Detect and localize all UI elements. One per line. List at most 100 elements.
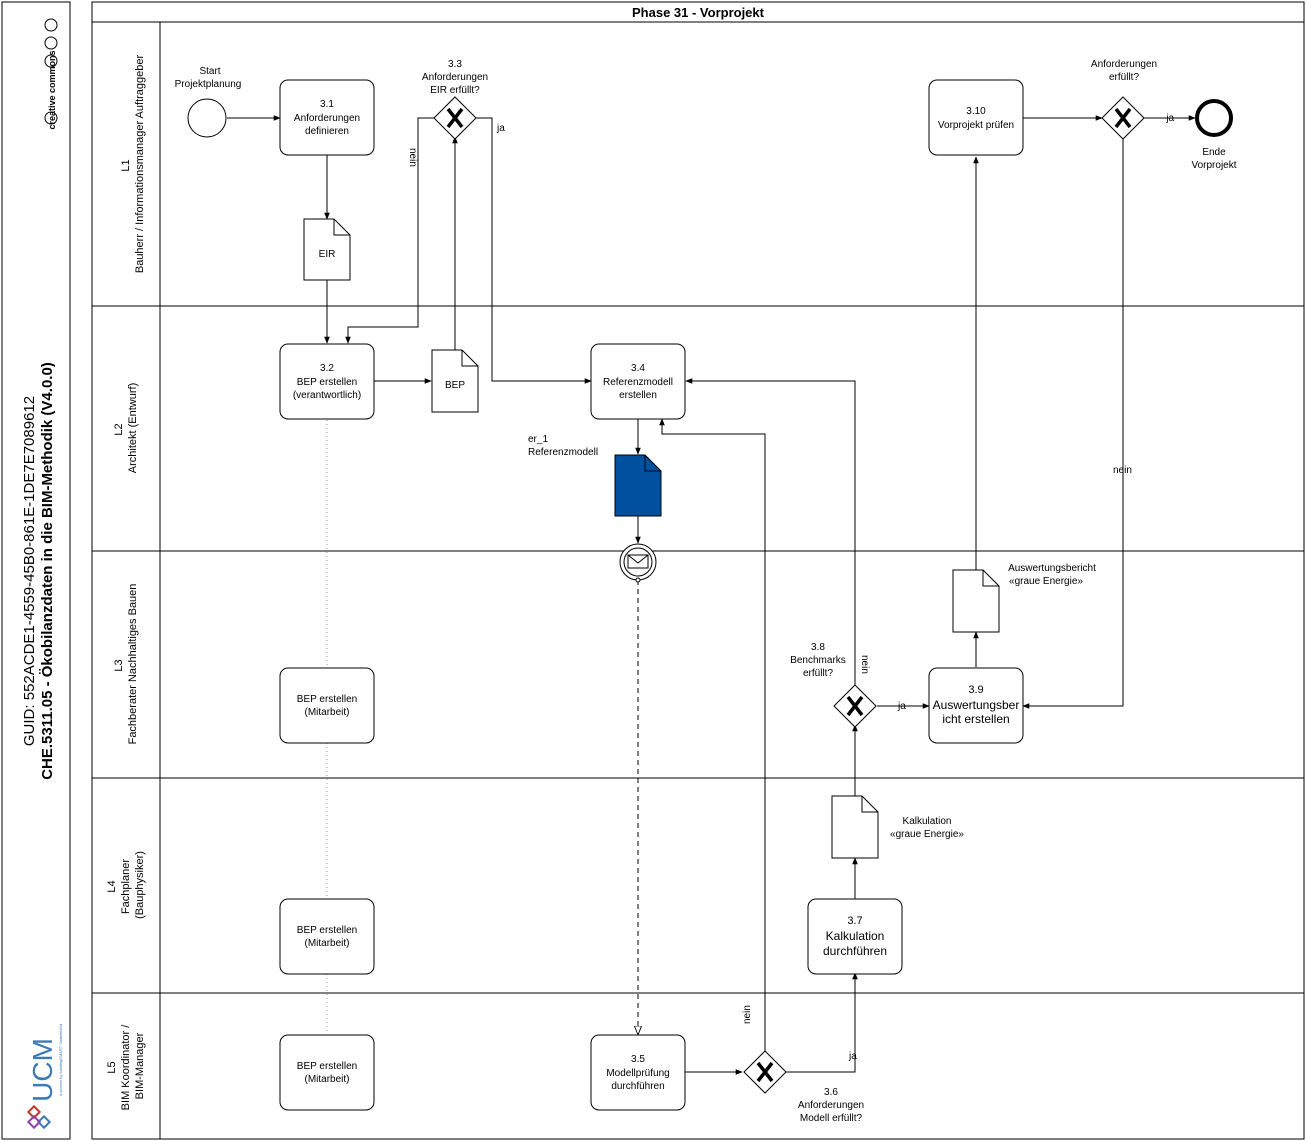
flow-label-nein-38: nein (859, 655, 870, 674)
gateway-3-8[interactable]: 3.8 Benchmarks erfüllt? (790, 642, 877, 728)
svg-text:EIR erfüllt?: EIR erfüllt? (430, 85, 480, 96)
svg-text:3.2: 3.2 (320, 363, 334, 374)
document-kalkulation[interactable]: Kalkulation «graue Energie» (831, 795, 964, 859)
sequence-flows (227, 115, 1196, 1075)
creative-commons-logo: creative commons (44, 18, 58, 130)
svg-text:3.6: 3.6 (824, 1087, 838, 1098)
svg-text:durchführen: durchführen (823, 944, 887, 958)
ucm-logo: UCM a service by buildingSMART Switzerla… (26, 1024, 63, 1130)
svg-text:(Mitarbeit): (Mitarbeit) (304, 707, 349, 718)
svg-text:icht erstellen: icht erstellen (942, 712, 1009, 726)
svg-text:3.7: 3.7 (847, 915, 862, 927)
svg-text:definieren: definieren (305, 126, 349, 137)
svg-text:L3 Fachberater Nachhalti: L3 Fachberater Nachhaltiges Bauen (113, 584, 139, 745)
gateway-3-6[interactable]: 3.6 Anforderungen Modell erfüllt? (743, 1050, 864, 1124)
svg-text:3.10: 3.10 (966, 106, 986, 117)
flow-label-ja-36: ja (848, 1051, 857, 1062)
svg-text:durchführen: durchführen (611, 1081, 664, 1092)
svg-text:Anforderungen: Anforderungen (422, 72, 488, 83)
task-bep-mitarbeit-l5[interactable]: BEP erstellen (Mitarbeit) (279, 1034, 375, 1111)
task-3-2[interactable]: 3.2 BEP erstellen (verantwortlich) (279, 343, 375, 420)
svg-text:Referenzmodell: Referenzmodell (528, 447, 598, 458)
flow-label-ja-end: -ja (1163, 113, 1175, 124)
svg-text:(Mitarbeit): (Mitarbeit) (304, 938, 349, 949)
svg-text:3.1: 3.1 (320, 99, 334, 110)
lane-label-l2: L2 Architekt (Entwurf) (113, 383, 139, 473)
svg-text:«graue Energie»: «graue Energie» (890, 829, 964, 840)
svg-text:Modellprüfung: Modellprüfung (606, 1068, 669, 1079)
lane-label-l3: L3 Fachberater Nachhaltiges Bauen (113, 584, 139, 745)
svg-text:EIR: EIR (319, 249, 336, 260)
task-3-4[interactable]: 3.4 Referenzmodell erstellen (590, 343, 686, 420)
svg-text:erfüllt?: erfüllt? (803, 668, 833, 679)
task-bep-mitarbeit-l3[interactable]: BEP erstellen (Mitarbeit) (279, 667, 375, 744)
task-3-5[interactable]: 3.5 Modellprüfung durchführen (590, 1034, 686, 1111)
svg-text:er_1: er_1 (528, 434, 548, 445)
svg-text:L5 BIM Koordinator /: L5 BIM Koordinator / BIM-Manager (106, 1022, 146, 1111)
document-eir[interactable]: EIR (303, 218, 351, 281)
task-3-10[interactable]: 3.10 Vorprojekt prüfen (928, 79, 1024, 156)
svg-text:Modell erfüllt?: Modell erfüllt? (800, 1113, 863, 1124)
message-event[interactable] (619, 543, 657, 583)
svg-text:Referenzmodell: Referenzmodell (603, 377, 673, 388)
document-title: CHE.5311.05 - Ökobilanzdaten in die BIM-… (39, 362, 56, 780)
task-3-9[interactable]: 3.9 Auswertungsber icht erstellen (928, 667, 1024, 744)
svg-text:BEP: BEP (445, 380, 465, 391)
svg-text:BEP erstellen: BEP erstellen (297, 694, 357, 705)
svg-text:Projektplanung: Projektplanung (175, 79, 242, 90)
svg-text:3.5: 3.5 (631, 1054, 645, 1065)
flow-label-ja-33: ja (496, 123, 505, 134)
guid-text: GUID: 552ACDE1-4559-45B0-861E-1DE7E70896… (21, 396, 38, 746)
lane-label-l5: L5 BIM Koordinator / BIM-Manager (106, 1022, 146, 1111)
flow-label-nein-end: nein (1113, 465, 1132, 476)
svg-text:L1 Bauherr / Information: L1 Bauherr / Informationsmanager Auftrag… (120, 55, 146, 274)
title-strip (1, 1, 71, 1140)
svg-text:Vorprojekt: Vorprojekt (1191, 160, 1236, 171)
svg-text:Start: Start (199, 66, 220, 77)
svg-text:UCM: UCM (27, 1038, 58, 1102)
svg-text:3.9: 3.9 (968, 684, 983, 696)
svg-text:erstellen: erstellen (619, 390, 657, 401)
gateway-3-3[interactable]: 3.3 Anforderungen EIR erfüllt? (422, 59, 488, 140)
svg-text:Anforderungen: Anforderungen (798, 1100, 864, 1111)
document-bep[interactable]: BEP (431, 349, 479, 413)
svg-text:BEP erstellen: BEP erstellen (297, 1061, 357, 1072)
svg-text:Auswertungsbericht: Auswertungsbericht (1008, 563, 1096, 574)
svg-text:BEP erstellen: BEP erstellen (297, 925, 357, 936)
flow-label-nein-33: nein (407, 148, 418, 167)
svg-text:a service by buildingSMART Swi: a service by buildingSMART Switzerland (58, 1024, 63, 1096)
task-3-7[interactable]: 3.7 Kalkulation durchführen (807, 898, 903, 975)
svg-text:(verantwortlich): (verantwortlich) (293, 390, 361, 401)
svg-text:L4 Fachplaner (Bau: L4 Fachplaner (Bauphysiker) (106, 851, 146, 919)
svg-text:BEP erstellen: BEP erstellen (297, 377, 357, 388)
svg-text:Kalkulation: Kalkulation (903, 816, 952, 827)
task-3-1[interactable]: 3.1 Anforderungen definieren (279, 79, 375, 156)
svg-text:Ende: Ende (1202, 147, 1226, 158)
svg-text:Benchmarks: Benchmarks (790, 655, 846, 666)
svg-text:Anforderungen: Anforderungen (294, 113, 360, 124)
task-bep-mitarbeit-l4[interactable]: BEP erstellen (Mitarbeit) (279, 898, 375, 975)
end-event[interactable]: Ende Vorprojekt (1191, 99, 1237, 171)
svg-text:Vorprojekt prüfen: Vorprojekt prüfen (938, 120, 1014, 131)
gateway-end[interactable]: Anforderungen erfüllt? (1091, 59, 1157, 140)
svg-text:«graue Energie»: «graue Energie» (1009, 576, 1083, 587)
pool (91, 1, 1305, 1140)
lane-label-l1: L1 Bauherr / Informationsmanager Auftrag… (120, 55, 146, 274)
flow-label-nein-36: nein (742, 1005, 753, 1024)
start-event[interactable]: Start Projektplanung (175, 66, 242, 138)
flow-label-ja-38: ja (897, 701, 906, 712)
svg-text:Auswertungsber: Auswertungsber (933, 698, 1020, 712)
pool-title: Phase 31 - Vorprojekt (632, 5, 765, 20)
svg-text:Kalkulation: Kalkulation (826, 929, 885, 943)
svg-text:creative commons: creative commons (47, 50, 57, 129)
document-auswertungsbericht[interactable]: Auswertungsbericht «graue Energie» (952, 563, 1096, 633)
svg-text:3.8: 3.8 (811, 642, 825, 653)
svg-text:(Mitarbeit): (Mitarbeit) (304, 1074, 349, 1085)
lane-label-l4: L4 Fachplaner (Bauphysiker) (106, 851, 146, 919)
svg-text:L2 Architekt (Entwurf): L2 Architekt (Entwurf) (113, 383, 139, 473)
svg-text:3.3: 3.3 (448, 59, 462, 70)
svg-text:erfüllt?: erfüllt? (1109, 72, 1139, 83)
svg-text:3.4: 3.4 (631, 363, 645, 374)
document-referenzmodell[interactable]: er_1 Referenzmodell (528, 434, 662, 517)
